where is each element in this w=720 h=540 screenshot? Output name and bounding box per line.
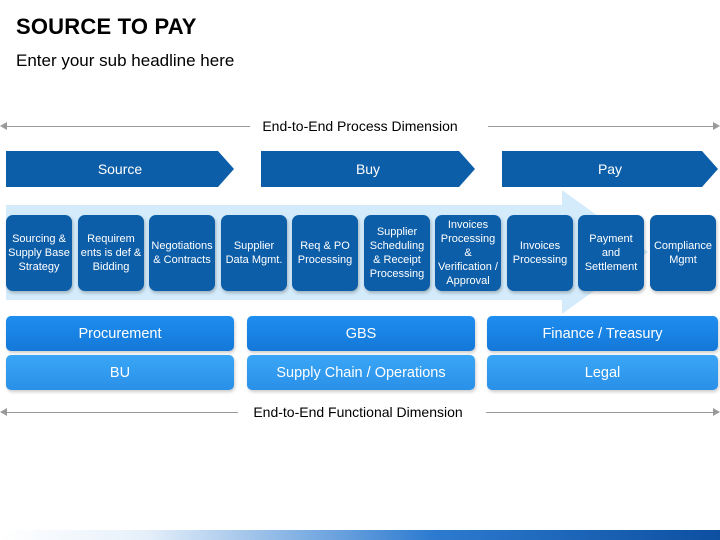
step-compliance: Compliance Mgmt bbox=[650, 215, 716, 291]
phase-label: Pay bbox=[597, 161, 623, 177]
function-gbs: GBS bbox=[247, 316, 475, 351]
step-supplier-scheduling: Supplier Scheduling & Receipt Processing bbox=[364, 215, 430, 291]
step-req-po: Req & PO Processing bbox=[292, 215, 358, 291]
step-negotiations-contracts: Negotiations & Contracts bbox=[149, 215, 215, 291]
page-title: SOURCE TO PAY bbox=[16, 14, 197, 39]
dimension-line bbox=[4, 126, 250, 127]
function-legal: Legal bbox=[487, 355, 718, 390]
chevron-arrow-icon bbox=[502, 151, 718, 187]
dimension-line bbox=[4, 412, 238, 413]
step-supplier-data: Supplier Data Mgmt. bbox=[221, 215, 287, 291]
step-invoices-processing: Invoices Processing bbox=[507, 215, 573, 291]
step-sourcing-strategy: Sourcing & Supply Base Strategy bbox=[6, 215, 72, 291]
phase-buy: Buy bbox=[261, 151, 475, 187]
phase-pay: Pay bbox=[502, 151, 718, 187]
phase-label: Source bbox=[97, 161, 143, 177]
footer-bar bbox=[0, 530, 720, 540]
function-finance-treasury: Finance / Treasury bbox=[487, 316, 718, 351]
function-procurement: Procurement bbox=[6, 316, 234, 351]
dimension-line bbox=[486, 412, 716, 413]
chevron-arrow-icon bbox=[261, 151, 475, 187]
arrow-left-icon bbox=[0, 408, 7, 416]
page-subtitle: Enter your sub headline here bbox=[16, 51, 235, 70]
process-dimension-label: End-to-End Process Dimension bbox=[262, 118, 458, 134]
phase-source: Source bbox=[6, 151, 234, 187]
phase-label: Buy bbox=[355, 161, 381, 177]
step-payment-settlement: Payment and Settlement bbox=[578, 215, 644, 291]
function-bu: BU bbox=[6, 355, 234, 390]
step-requirements-bidding: Requirem ents is def & Bidding bbox=[78, 215, 144, 291]
function-supply-chain: Supply Chain / Operations bbox=[247, 355, 475, 390]
arrow-left-icon bbox=[0, 122, 7, 130]
dimension-line bbox=[488, 126, 716, 127]
chevron-arrow-icon bbox=[6, 151, 234, 187]
functional-dimension-label: End-to-End Functional Dimension bbox=[253, 404, 463, 420]
step-invoice-verification: Invoices Processing & Verification / App… bbox=[435, 215, 501, 291]
arrow-right-icon bbox=[713, 122, 720, 130]
arrow-right-icon bbox=[713, 408, 720, 416]
